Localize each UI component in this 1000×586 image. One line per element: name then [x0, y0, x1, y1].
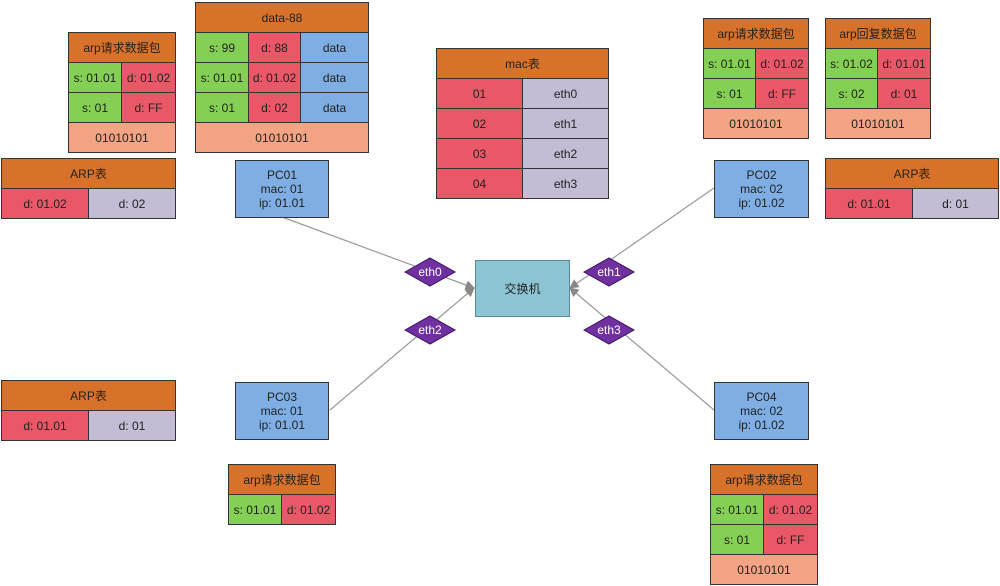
pc01-name: PC01 — [266, 168, 298, 182]
pc04-name: PC04 — [746, 390, 777, 404]
pc01-node[interactable]: PC01 mac: 01 ip: 01.01 — [235, 160, 329, 218]
ip-destination: d: 01.02 — [282, 495, 335, 524]
mac-table-port: eth1 — [523, 109, 608, 139]
mac-table-mac: 03 — [437, 139, 523, 169]
pc02-arp-reply-packet: arp回复数据包 s: 01.02 d: 01.01 s: 02 d: 01 0… — [825, 18, 931, 139]
pc02-mac: mac: 02 — [740, 182, 783, 196]
pc02-arp-table: ARP表 d: 01.01 d: 01 — [825, 158, 999, 219]
ip-destination: d: 01.02 — [122, 63, 175, 93]
port-eth0[interactable]: eth0 — [403, 257, 457, 287]
pc02-node[interactable]: PC02 mac: 02 ip: 01.02 — [714, 160, 809, 218]
arp-table-title: ARP表 — [826, 159, 998, 189]
switch-node[interactable]: 交换机 — [475, 260, 570, 317]
port-eth2-label: eth2 — [418, 323, 442, 337]
pc01-ip: ip: 01.01 — [258, 196, 306, 210]
ip-destination: d: 01.02 — [756, 49, 808, 79]
arp-table-title: ARP表 — [2, 381, 175, 411]
mac-destination: d: 01 — [878, 79, 930, 109]
arp-entry-mac: d: 01 — [89, 411, 175, 440]
row2-payload: data — [301, 63, 368, 93]
ip-source: s: 01.01 — [711, 495, 764, 525]
pc04-node[interactable]: PC04 mac: 02 ip: 01.02 — [714, 382, 809, 440]
ip-source: s: 01.01 — [229, 495, 282, 524]
mac-source: s: 01 — [711, 525, 764, 555]
packet-title: arp请求数据包 — [69, 33, 175, 63]
pc01-arp-request-packet: arp请求数据包 s: 01.01 d: 01.02 s: 01 d: FF 0… — [68, 32, 176, 153]
row1-payload: data — [301, 33, 368, 63]
pc03-arp-table: ARP表 d: 01.01 d: 01 — [1, 380, 176, 441]
mac-table-title: mac表 — [437, 49, 608, 79]
mac-destination: d: FF — [764, 525, 817, 555]
ip-destination: d: 01.01 — [878, 49, 930, 79]
packet-title: arp请求数据包 — [704, 19, 808, 49]
link-pc03-switch — [329, 287, 475, 411]
pc03-mac: mac: 01 — [260, 404, 304, 418]
mac-source: s: 01 — [69, 93, 122, 123]
switch-label: 交换机 — [504, 282, 541, 296]
packet-title: data-88 — [196, 3, 368, 33]
row1-destination: d: 88 — [249, 33, 301, 63]
pc01-mac: mac: 01 — [260, 182, 304, 196]
ip-source: s: 01.01 — [69, 63, 122, 93]
pc04-mac: mac: 02 — [740, 404, 783, 418]
pc03-ip: ip: 01.01 — [258, 418, 306, 432]
mac-destination: d: FF — [122, 93, 175, 123]
port-eth3-label: eth3 — [597, 323, 621, 337]
mac-source: s: 01 — [704, 79, 756, 109]
mac-table-port: eth2 — [523, 139, 608, 169]
mac-table-mac: 01 — [437, 79, 523, 109]
arp-entry-mac: d: 02 — [89, 189, 175, 218]
port-eth1[interactable]: eth1 — [582, 257, 636, 287]
packet-title: arp回复数据包 — [826, 19, 930, 49]
pc03-node[interactable]: PC03 mac: 01 ip: 01.01 — [235, 382, 329, 440]
preamble: 01010101 — [196, 123, 368, 152]
row1-source: s: 99 — [196, 33, 249, 63]
row2-destination: d: 01.02 — [249, 63, 301, 93]
pc04-arp-request-packet: arp请求数据包 s: 01.01 d: 01.02 s: 01 d: FF 0… — [710, 464, 818, 585]
link-pc04-switch — [569, 287, 715, 411]
pc04-ip: ip: 01.02 — [738, 418, 785, 432]
port-eth2[interactable]: eth2 — [403, 315, 457, 345]
packet-title: arp请求数据包 — [711, 465, 817, 495]
ip-destination: d: 01.02 — [764, 495, 817, 525]
ip-source: s: 01.02 — [826, 49, 878, 79]
preamble: 01010101 — [704, 109, 808, 138]
row2-source: s: 01.01 — [196, 63, 249, 93]
mac-source: s: 02 — [826, 79, 878, 109]
mac-table-mac: 04 — [437, 169, 523, 198]
arp-entry-ip: d: 01.02 — [2, 189, 89, 218]
arp-entry-mac: d: 01 — [913, 189, 998, 218]
arp-entry-ip: d: 01.01 — [826, 189, 913, 218]
pc01-data-packet: data-88 s: 99 d: 88 data s: 01.01 d: 01.… — [195, 2, 369, 153]
row3-source: s: 01 — [196, 93, 249, 123]
port-eth1-label: eth1 — [597, 265, 621, 279]
row3-payload: data — [301, 93, 368, 123]
ip-source: s: 01.01 — [704, 49, 756, 79]
pc03-name: PC03 — [266, 390, 298, 404]
pc03-arp-request-packet: arp请求数据包 s: 01.01 d: 01.02 — [228, 464, 336, 525]
preamble: 01010101 — [826, 109, 930, 138]
preamble: 01010101 — [711, 555, 817, 584]
mac-table-mac: 02 — [437, 109, 523, 139]
pc02-ip: ip: 01.02 — [738, 196, 785, 210]
arp-table-title: ARP表 — [2, 159, 175, 189]
port-eth3[interactable]: eth3 — [582, 315, 636, 345]
pc01-arp-table: ARP表 d: 01.02 d: 02 — [1, 158, 176, 219]
mac-table-port: eth0 — [523, 79, 608, 109]
pc02-name: PC02 — [746, 168, 777, 182]
pc02-arp-request-packet: arp请求数据包 s: 01.01 d: 01.02 s: 01 d: FF 0… — [703, 18, 809, 139]
row3-destination: d: 02 — [249, 93, 301, 123]
port-eth0-label: eth0 — [418, 265, 442, 279]
arp-entry-ip: d: 01.01 — [2, 411, 89, 440]
packet-title: arp请求数据包 — [229, 465, 335, 495]
mac-table-port: eth3 — [523, 169, 608, 198]
mac-destination: d: FF — [756, 79, 808, 109]
switch-mac-table: mac表 01 eth0 02 eth1 03 eth2 04 eth3 — [436, 48, 609, 199]
preamble: 01010101 — [69, 123, 175, 152]
